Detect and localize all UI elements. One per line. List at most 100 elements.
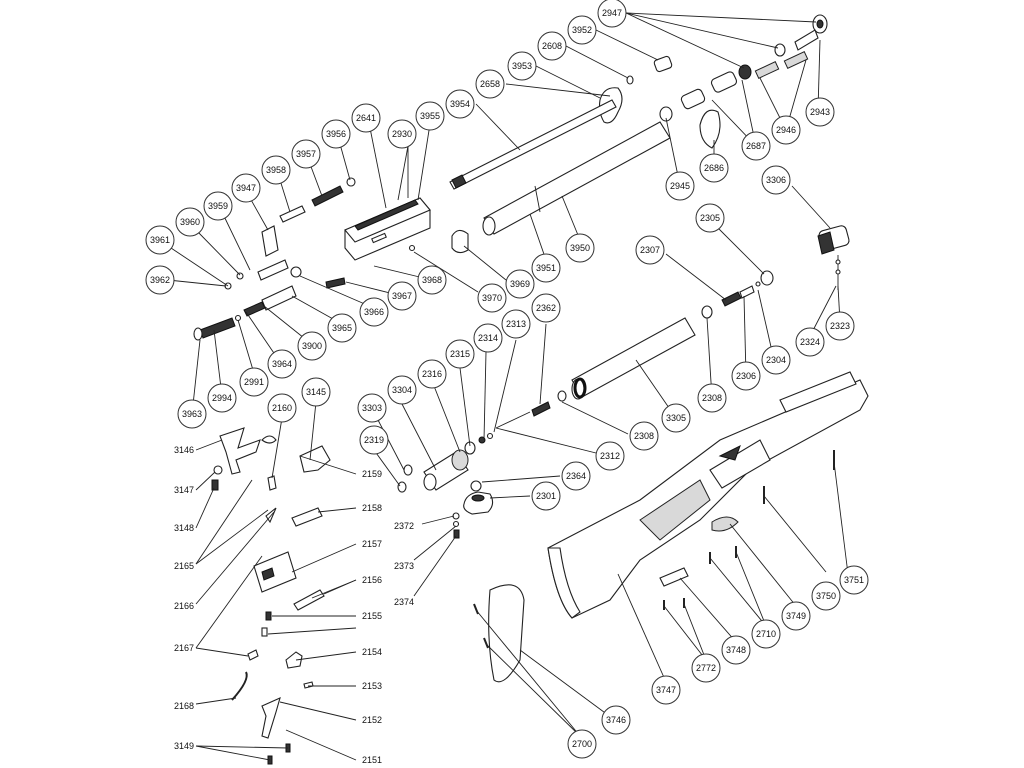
callout-3954: 3954 xyxy=(445,89,475,119)
stock-part xyxy=(473,371,869,683)
callout-label: 2658 xyxy=(480,79,500,89)
callout-label: 3149 xyxy=(174,741,194,751)
callout-label: 2315 xyxy=(450,349,470,359)
callout-bubble xyxy=(721,635,751,665)
callout-3148: 3148 xyxy=(174,523,194,533)
callout-3955: 3955 xyxy=(415,101,445,131)
callout-label: 3961 xyxy=(150,235,170,245)
callout-label: 2304 xyxy=(766,355,786,365)
callout-2154: 2154 xyxy=(362,647,382,657)
callout-2155: 2155 xyxy=(362,611,382,621)
callout-2700: 2700 xyxy=(567,729,597,759)
callout-2304: 2304 xyxy=(761,345,791,375)
callout-label: 2772 xyxy=(696,663,716,673)
callout-bubble xyxy=(415,101,445,131)
callout-bubble xyxy=(261,155,291,185)
callout-bubble xyxy=(635,235,665,265)
callout-bubble xyxy=(699,153,729,183)
callout-2160: 2160 xyxy=(267,393,297,423)
callout-label: 3900 xyxy=(302,341,322,351)
callout-label: 3969 xyxy=(510,279,530,289)
callout-bubble xyxy=(665,171,695,201)
callout-bubble xyxy=(477,283,507,313)
callout-bubble xyxy=(231,173,261,203)
callout-label: 2687 xyxy=(746,141,766,151)
callout-2314: 2314 xyxy=(473,323,503,353)
callout-label: 2156 xyxy=(362,575,382,585)
callout-label: 3148 xyxy=(174,523,194,533)
callout-bubble xyxy=(387,281,417,311)
callout-2167: 2167 xyxy=(174,643,194,653)
callout-label: 3747 xyxy=(656,685,676,695)
callout-2991: 2991 xyxy=(239,367,269,397)
callout-2168: 2168 xyxy=(174,701,194,711)
callout-label: 3746 xyxy=(606,715,626,725)
callout-label: 3748 xyxy=(726,645,746,655)
callout-label: 3952 xyxy=(572,25,592,35)
callout-label: 2945 xyxy=(670,181,690,191)
callout-label: 3955 xyxy=(420,111,440,121)
callout-label: 2312 xyxy=(600,451,620,461)
callout-label: 2160 xyxy=(272,403,292,413)
callout-label: 2319 xyxy=(364,435,384,445)
callout-label: 2306 xyxy=(736,371,756,381)
callout-bubble xyxy=(501,309,531,339)
callout-2306: 2306 xyxy=(731,361,761,391)
callout-3962: 3962 xyxy=(145,265,175,295)
callout-3147: 3147 xyxy=(174,485,194,495)
callout-label: 2151 xyxy=(362,755,382,765)
callout-3961: 3961 xyxy=(145,225,175,255)
callout-bubble xyxy=(561,461,591,491)
callout-label: 2165 xyxy=(174,561,194,571)
receiver-block-part xyxy=(344,197,431,261)
callout-bubble xyxy=(301,377,331,407)
callout-3969: 3969 xyxy=(505,269,535,299)
callout-label: 3303 xyxy=(362,403,382,413)
callout-label: 2314 xyxy=(478,333,498,343)
callout-2364: 2364 xyxy=(561,461,591,491)
callout-2158: 2158 xyxy=(362,503,382,513)
callout-2943: 2943 xyxy=(805,97,835,127)
callout-bubble xyxy=(267,349,297,379)
callout-2312: 2312 xyxy=(595,441,625,471)
callout-label: 2316 xyxy=(422,369,442,379)
end-cap-part xyxy=(659,14,828,149)
callout-2930: 2930 xyxy=(387,119,417,149)
callout-3953: 3953 xyxy=(507,51,537,81)
callout-bubble xyxy=(417,265,447,295)
callout-bubble xyxy=(207,383,237,413)
callout-label: 2158 xyxy=(362,503,382,513)
callout-2159: 2159 xyxy=(362,469,382,479)
trigger-group-part xyxy=(211,427,331,765)
callout-2947: 2947 xyxy=(597,0,627,28)
callout-label: 3953 xyxy=(512,61,532,71)
callout-label: 3968 xyxy=(422,275,442,285)
callout-label: 3962 xyxy=(150,275,170,285)
callout-3747: 3747 xyxy=(651,675,681,705)
callout-2319: 2319 xyxy=(359,425,389,455)
callout-bubble xyxy=(839,565,869,595)
callout-3968: 3968 xyxy=(417,265,447,295)
callout-2166: 2166 xyxy=(174,601,194,611)
callout-label: 3964 xyxy=(272,359,292,369)
callout-bubble xyxy=(751,619,781,649)
callout-3304: 3304 xyxy=(387,375,417,405)
callout-label: 2362 xyxy=(536,303,556,313)
callout-label: 2152 xyxy=(362,715,382,725)
callout-bubble xyxy=(327,313,357,343)
callout-2308b: 2308 xyxy=(629,421,659,451)
callout-bubble xyxy=(145,225,175,255)
callout-3305: 3305 xyxy=(661,403,691,433)
callout-2658: 2658 xyxy=(475,69,505,99)
callout-3952: 3952 xyxy=(567,15,597,45)
callout-3951: 3951 xyxy=(531,253,561,283)
callout-3965: 3965 xyxy=(327,313,357,343)
callout-label: 3956 xyxy=(326,129,346,139)
callout-bubble xyxy=(567,15,597,45)
callout-bubble xyxy=(239,367,269,397)
callout-3146: 3146 xyxy=(174,445,194,455)
callout-bubble xyxy=(359,297,389,327)
callout-label: 2308 xyxy=(634,431,654,441)
callout-bubble xyxy=(387,119,417,149)
